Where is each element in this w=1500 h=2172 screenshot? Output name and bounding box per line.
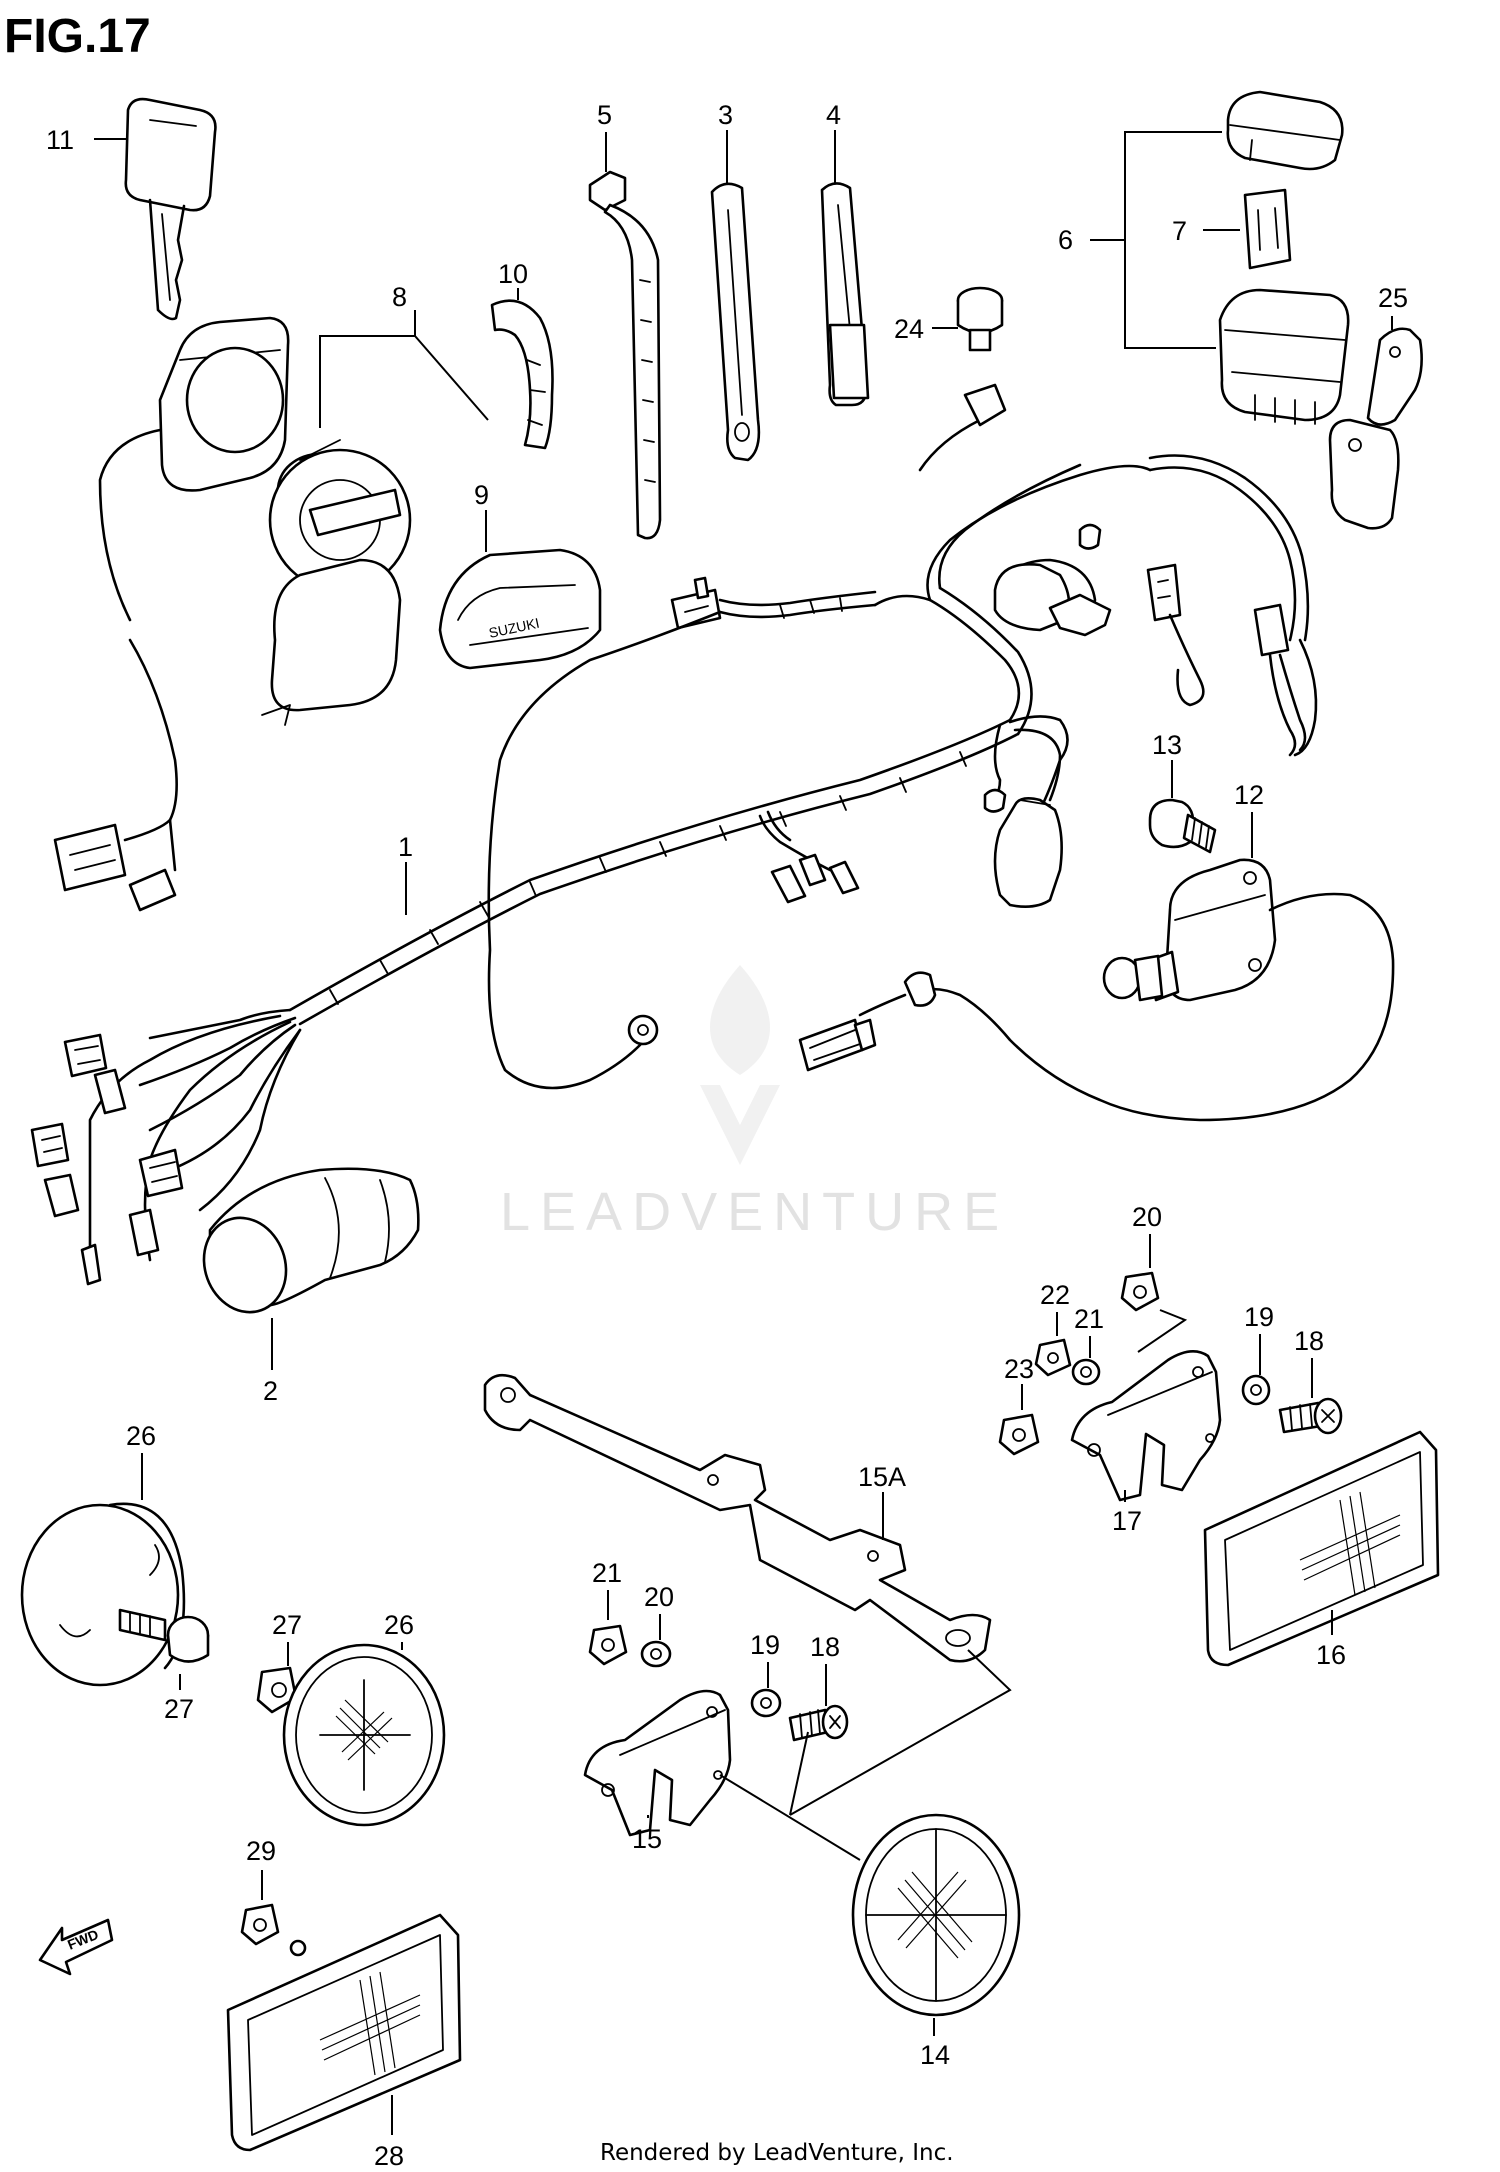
nut-27b-part [256,1666,298,1714]
washer-21b-part [1071,1358,1101,1386]
reflector-28-part [226,1913,462,2152]
nut-20b-part [1120,1271,1160,1312]
nut-23-part [998,1413,1040,1456]
hatch-cross-16 [1299,1491,1401,1596]
callout-29: 29 [246,1836,276,1866]
callout-20a: 20 [644,1582,674,1612]
callout-15a: 15A [858,1462,906,1492]
callout-27a: 27 [164,1694,194,1724]
callout-8: 8 [392,282,407,312]
clamp-b-part [820,182,870,407]
callout-11: 11 [46,125,74,155]
starter-relay-part [1218,90,1350,425]
callout-15: 15 [632,1824,662,1854]
callout-26a: 26 [126,1421,156,1451]
washer-19a-part [750,1688,782,1718]
callout-1: 1 [398,832,413,862]
nut-22-part [1034,1338,1072,1377]
horn-26a-part [20,1502,186,1687]
bracket-17-part [1070,1350,1222,1502]
hatch-cross-14 [897,1871,973,1959]
callout-7: 7 [1172,216,1187,246]
turn-signal-side-part [1203,1430,1440,1667]
key-part [124,97,217,321]
hatch-cross-28 [319,1971,421,2076]
callout-24: 24 [894,314,924,344]
callout-12: 12 [1234,780,1264,810]
callout-3: 3 [718,100,733,130]
turn-signal-rear-part [851,1813,1021,2017]
clamp-c-part [588,170,662,540]
watermark: LEADVENTURE [500,965,1009,1242]
ignition-switch-part [53,316,412,912]
washer-19b-part [1241,1374,1271,1406]
callout-18a: 18 [810,1632,840,1662]
bracket-15a-part [483,1373,992,1663]
footer-credit: Rendered by LeadVenture, Inc. [600,2140,954,2166]
callout-5: 5 [597,100,612,130]
callout-20b: 20 [1132,1202,1162,1232]
watermark-logo [700,965,780,1165]
clamp-a-part [710,182,761,462]
switch-cover-part: SUZUKI [438,548,602,670]
callout-14: 14 [920,2040,950,2070]
callout-9: 9 [474,480,489,510]
callout-23: 23 [1004,1354,1034,1384]
callout-17: 17 [1112,1506,1142,1536]
switch-plate-part [490,299,554,450]
callout-4: 4 [826,100,841,130]
callout-16: 16 [1316,1640,1346,1670]
bolt-18b-part [1278,1397,1343,1435]
washer-21a-part [588,1624,628,1666]
bracket-25-part [1328,327,1423,530]
callout-13: 13 [1152,730,1182,760]
callout-21b: 21 [1074,1304,1104,1334]
callout-2: 2 [263,1376,278,1406]
callout-28: 28 [374,2141,404,2171]
callout-25: 25 [1378,283,1408,313]
callout-19a: 19 [750,1630,780,1660]
callout-19b: 19 [1244,1302,1274,1332]
neutral-switch-part [798,858,1395,1122]
horn-26b-part [282,1643,446,1827]
screw-13-part [1148,798,1217,854]
figure-title: FIG.17 [4,10,151,63]
callout-10: 10 [498,259,528,289]
watermark-text: LEADVENTURE [500,1182,1009,1242]
callout-22: 22 [1040,1280,1070,1310]
callout-6: 6 [1058,225,1073,255]
hatch-cross-26b [335,1699,393,1761]
fwd-arrow: FWD [38,1918,114,1976]
nut-27a-part [166,1615,210,1663]
callout-26b: 26 [384,1610,414,1640]
bolt-18a-part [788,1704,849,1742]
bracket-15-part [583,1689,732,1837]
wiring-harness-part [30,383,1318,1286]
callout-18b: 18 [1294,1326,1324,1356]
cap-part [956,286,1004,352]
ignition-coil-part [202,1167,420,1314]
nut-29-part [240,1903,280,1946]
nut-20a-part [640,1640,672,1668]
callout-27b: 27 [272,1610,302,1640]
callout-21a: 21 [592,1558,622,1588]
